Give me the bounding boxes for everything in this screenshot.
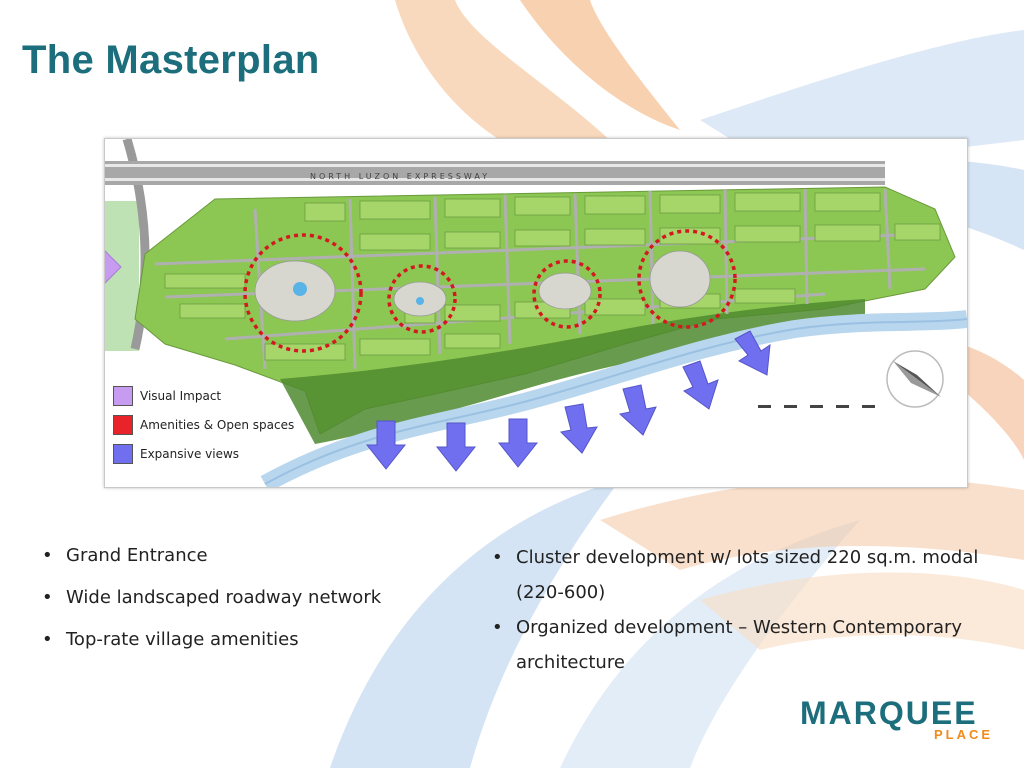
bullet-item: Wide landscaped roadway network xyxy=(22,587,381,609)
legend-label: Visual Impact xyxy=(140,389,222,403)
pool xyxy=(293,282,307,296)
logo-sub-text: PLACE xyxy=(934,727,994,742)
map-legend: Visual Impact Amenities & Open spaces Ex… xyxy=(113,383,294,470)
features-list-right: Cluster development w/ lots sized 220 sq… xyxy=(472,540,992,680)
bullet-item: Top-rate village amenities xyxy=(22,629,381,651)
legend-swatch-purple xyxy=(113,386,133,406)
legend-swatch-red xyxy=(113,415,133,435)
scale-bar xyxy=(745,405,875,408)
entrance-arrow xyxy=(105,250,122,284)
legend-item-views: Expansive views xyxy=(113,441,294,467)
compass-icon xyxy=(886,350,944,408)
features-list-left: Grand Entrance Wide landscaped roadway n… xyxy=(22,545,381,671)
bullet-item: Organized development – Western Contempo… xyxy=(472,610,992,680)
masterplan-drawing: NORTH LUZON EXPRESSWAY xyxy=(105,139,967,487)
legend-label: Amenities & Open spaces xyxy=(140,418,295,432)
marquee-place-logo: MARQUEE PLACE xyxy=(800,695,1010,755)
masterplan-map: NORTH LUZON EXPRESSWAY xyxy=(104,138,968,488)
logo-main-text: MARQUEE xyxy=(800,695,978,731)
slide-title: The Masterplan xyxy=(22,38,320,82)
amenities-circles xyxy=(243,229,737,353)
bullet-item: Cluster development w/ lots sized 220 sq… xyxy=(472,540,992,610)
legend-item-visual-impact: Visual Impact xyxy=(113,383,294,409)
riverside-forest xyxy=(280,299,865,444)
legend-swatch-blue xyxy=(113,444,133,464)
expansive-view-arrows xyxy=(365,330,771,472)
expressway-label: NORTH LUZON EXPRESSWAY xyxy=(310,172,490,181)
legend-item-amenities: Amenities & Open spaces xyxy=(113,412,294,438)
bullet-item: Grand Entrance xyxy=(22,545,381,567)
legend-label: Expansive views xyxy=(140,447,240,461)
